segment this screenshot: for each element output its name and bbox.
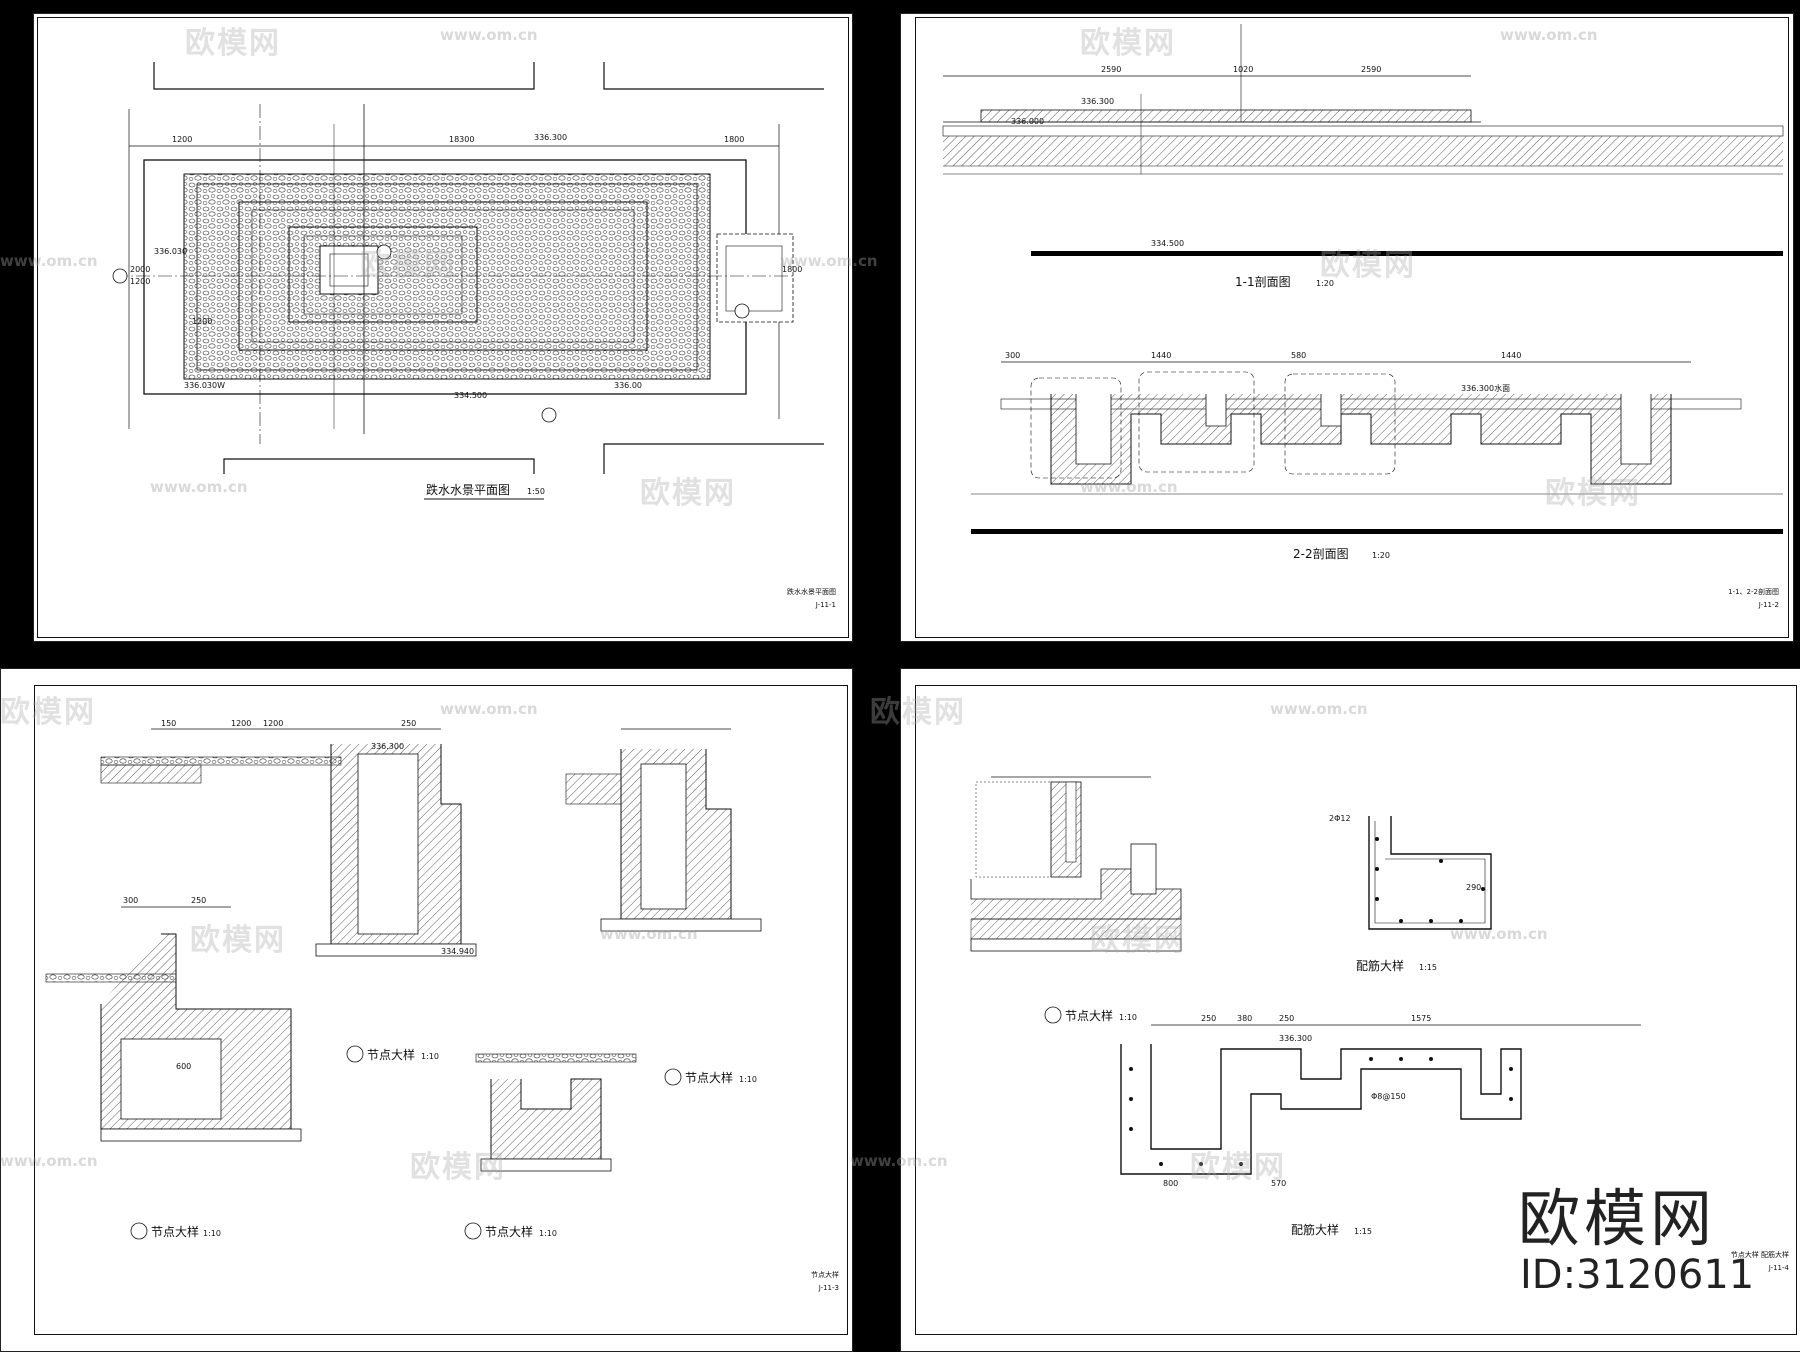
svg-text:2590: 2590 xyxy=(1101,65,1121,74)
svg-text:336.300: 336.300 xyxy=(1279,1034,1312,1043)
svg-text:150: 150 xyxy=(161,719,176,728)
dim-total-width: 18300 xyxy=(449,135,474,144)
svg-text:336.030W: 336.030W xyxy=(184,381,225,390)
svg-text:1:20: 1:20 xyxy=(1316,279,1334,288)
svg-text:1:50: 1:50 xyxy=(527,487,545,496)
node-detail-drawing: 节点大样 1:10 节点大样 1:10 节点大样 1:10 节点大样 1:10 … xyxy=(45,719,762,1240)
title-block: 节点大样 J-11-3 xyxy=(731,1269,839,1295)
sheet-number: J-11-3 xyxy=(818,1284,839,1292)
svg-text:1:10: 1:10 xyxy=(203,1229,221,1238)
svg-text:1:10: 1:10 xyxy=(539,1229,557,1238)
rebar-title-2: 配筋大样 xyxy=(1291,1222,1339,1237)
svg-text:336.000: 336.000 xyxy=(1011,117,1044,126)
svg-text:334.500: 334.500 xyxy=(454,391,487,400)
svg-text:1440: 1440 xyxy=(1151,351,1171,360)
svg-text:250: 250 xyxy=(1201,1014,1216,1023)
sheet-number: J-11-4 xyxy=(1768,1264,1789,1272)
svg-text:1020: 1020 xyxy=(1233,65,1253,74)
svg-text:1200: 1200 xyxy=(192,317,212,326)
svg-text:Φ8@150: Φ8@150 xyxy=(1371,1092,1406,1101)
node-title-2: 节点大样 xyxy=(685,1070,733,1085)
svg-text:336.00: 336.00 xyxy=(614,381,642,390)
svg-text:800: 800 xyxy=(1163,1179,1178,1188)
corner-title: 1-1、2-2剖面图 xyxy=(1728,588,1779,596)
svg-text:290: 290 xyxy=(1466,883,1481,892)
rebar-title-1: 配筋大样 xyxy=(1356,958,1404,973)
sheet-number: J-11-1 xyxy=(815,601,836,609)
svg-text:1200: 1200 xyxy=(172,135,192,144)
node-title-4: 节点大样 xyxy=(485,1224,533,1239)
title-block: 1-1、2-2剖面图 J-11-2 xyxy=(1671,586,1779,612)
svg-text:1200: 1200 xyxy=(263,719,283,728)
node-title-1: 节点大样 xyxy=(367,1047,415,1062)
svg-text:250: 250 xyxy=(401,719,416,728)
drawing-title: 跌水水景平面图 xyxy=(426,482,510,497)
svg-text:336.300: 336.300 xyxy=(371,742,404,751)
plan-drawing: 18300 1200 1800 1200 336.300 336.030 336… xyxy=(112,62,824,500)
svg-text:1:10: 1:10 xyxy=(739,1075,757,1084)
svg-text:1575: 1575 xyxy=(1411,1014,1431,1023)
brand-logo-text: 欧模网 xyxy=(1518,1182,1717,1255)
svg-text:1800: 1800 xyxy=(782,265,802,274)
svg-text:300: 300 xyxy=(1005,351,1020,360)
svg-text:250: 250 xyxy=(191,896,206,905)
title-block: 节点大样 配筋大样 J-11-4 xyxy=(1641,1249,1789,1275)
drawing-sheet-2[interactable]: 2590 2590 1020 336.300 336.000 334.500 1… xyxy=(900,13,1794,642)
svg-text:1200: 1200 xyxy=(130,277,150,286)
svg-text:580: 580 xyxy=(1291,351,1306,360)
svg-text:336.300: 336.300 xyxy=(1081,97,1114,106)
svg-text:1440: 1440 xyxy=(1501,351,1521,360)
title-block: 跌水水景平面图 J-11-1 xyxy=(734,586,836,612)
sheet-number: J-11-2 xyxy=(1758,601,1779,609)
drawing-sheet-3[interactable]: 节点大样 1:10 节点大样 1:10 节点大样 1:10 节点大样 1:10 … xyxy=(0,668,853,1352)
svg-text:250: 250 xyxy=(1279,1014,1294,1023)
svg-text:1:15: 1:15 xyxy=(1354,1227,1372,1236)
svg-text:1200: 1200 xyxy=(231,719,251,728)
corner-title: 跌水水景平面图 xyxy=(787,588,836,596)
drawing-sheet-1[interactable]: 18300 1200 1800 1200 336.300 336.030 336… xyxy=(33,13,853,642)
svg-text:334.500: 334.500 xyxy=(1151,239,1184,248)
svg-text:2000: 2000 xyxy=(130,265,150,274)
svg-text:334.940: 334.940 xyxy=(441,947,474,956)
svg-text:336.300水面: 336.300水面 xyxy=(1461,383,1510,393)
svg-text:600: 600 xyxy=(176,1062,191,1071)
svg-text:1:20: 1:20 xyxy=(1372,551,1390,560)
section-title-1: 1-1剖面图 xyxy=(1235,275,1291,289)
svg-text:300: 300 xyxy=(123,896,138,905)
node-title-5: 节点大样 xyxy=(1065,1008,1113,1023)
section-title-2: 2-2剖面图 xyxy=(1293,547,1349,561)
rebar-drawing: 节点大样 1:10 290 2Φ12 配筋大样 1:15 250 380 250… xyxy=(970,776,1641,1237)
node-title-3: 节点大样 xyxy=(151,1224,199,1239)
brand-id: ID:3120611 xyxy=(1520,1252,1755,1298)
svg-text:2Φ12: 2Φ12 xyxy=(1329,814,1351,823)
section-drawing: 2590 2590 1020 336.300 336.000 334.500 1… xyxy=(942,24,1784,561)
svg-text:1:15: 1:15 xyxy=(1419,963,1437,972)
svg-text:336.300: 336.300 xyxy=(534,133,567,142)
corner-title: 节点大样 配筋大样 xyxy=(1730,1251,1789,1259)
corner-title: 节点大样 xyxy=(811,1271,839,1279)
svg-text:1800: 1800 xyxy=(724,135,744,144)
drawing-sheet-4[interactable]: 节点大样 1:10 290 2Φ12 配筋大样 1:15 250 380 250… xyxy=(900,668,1800,1352)
svg-text:380: 380 xyxy=(1237,1014,1252,1023)
svg-text:1:10: 1:10 xyxy=(1119,1013,1137,1022)
svg-text:570: 570 xyxy=(1271,1179,1286,1188)
svg-text:1:10: 1:10 xyxy=(421,1052,439,1061)
svg-text:2590: 2590 xyxy=(1361,65,1381,74)
svg-text:336.030: 336.030 xyxy=(154,247,187,256)
